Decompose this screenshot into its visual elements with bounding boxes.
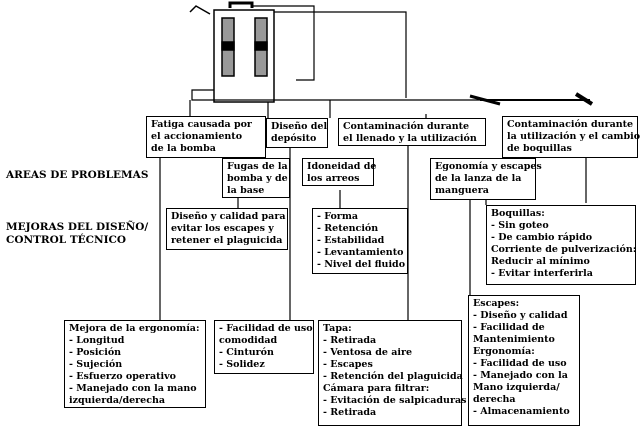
sprayer-icon (189, 1, 275, 103)
box-line: - Facilidad de uso (473, 358, 567, 369)
box-line: Reducir al mínimo (491, 256, 590, 267)
box-line: - Nivel del fluido (317, 259, 406, 270)
box-line: los arreos (307, 173, 360, 184)
box-line: retener el plaguicida (171, 235, 283, 246)
problem-box-tank-design: Diseño del depósito (266, 118, 328, 148)
box-line: Mano izquierda/ (473, 382, 560, 393)
box-line: Diseño del (271, 121, 328, 132)
box-line: - Evitar interferirla (491, 268, 593, 279)
box-line: Escapes: (473, 298, 520, 309)
box-line: Egonomía y escapes (435, 161, 542, 172)
box-line: - Almacenamiento (473, 406, 570, 417)
box-line: - Diseño y calidad (473, 310, 568, 321)
problem-box-pump-fatigue: Fatiga causada por el accionamiento de l… (146, 116, 266, 158)
box-line: de boquillas (507, 143, 572, 154)
box-line: - Ventosa de aire (323, 347, 413, 358)
box-line: Idoneidad de (307, 161, 377, 172)
problem-box-lance-ergonomics: Egonomía y escapes de la lanza de la man… (430, 158, 542, 200)
box-line: Contaminación durante (507, 119, 634, 130)
box-line: - Manejado con la (473, 370, 568, 381)
problem-box-fill-contamination: Contaminación durante el llenado y la ut… (338, 118, 486, 146)
box-line: - Facilidad de uso (219, 323, 313, 334)
box-line: de la bomba (151, 143, 216, 154)
box-line: - Retirada (323, 335, 377, 346)
box-line: la base (227, 185, 265, 196)
box-line: - Estabilidad (317, 235, 385, 246)
box-line: - Manejado con la mano (69, 383, 197, 394)
row-label-improvements-line1: MEJORAS DEL DISEÑO/ (6, 221, 149, 233)
box-line: Cámara para filtrar: (323, 383, 430, 394)
improvement-box-leak-design: Diseño y calidad para evitar los escapes… (166, 208, 288, 250)
box-line: - Sin goteo (491, 220, 549, 231)
problem-box-harness: Idoneidad de los arreos (302, 158, 377, 186)
box-line: Mantenimiento (473, 334, 555, 345)
box-line: comodidad (219, 335, 278, 346)
box-line: Contaminación durante (343, 121, 470, 132)
box-line: - Evitación de salpicaduras (323, 395, 467, 406)
box-line: derecha (473, 394, 516, 405)
box-line: Mejora de la ergonomía: (69, 323, 200, 334)
box-line: Fugas de la (227, 161, 288, 172)
box-line: de la lanza de la (435, 173, 522, 184)
box-line: Fatiga causada por (151, 119, 252, 130)
box-line: - Solidez (219, 359, 265, 370)
improvement-box-ergonomics: Mejora de la ergonomía: - Longitud - Pos… (64, 320, 206, 408)
row-label-problems: AREAS DE PROBLEMAS (6, 169, 149, 181)
box-line: evitar los escapes y (171, 223, 274, 234)
box-line: - De cambio rápido (491, 232, 593, 243)
problem-box-nozzle-contamination: Contaminación durante la utilización y e… (502, 116, 640, 158)
box-line: Corriente de pulverización: (491, 244, 637, 255)
box-line: - Retirada (323, 407, 377, 418)
box-line: - Retención del plaguicida (323, 371, 463, 382)
box-line: el llenado y la utilización (343, 133, 477, 144)
improvement-box-leaks-ergonomics: Escapes: - Diseño y calidad - Facilidad … (468, 295, 580, 426)
box-line: - Facilidad de (473, 322, 545, 333)
box-line: - Esfuerzo operativo (69, 371, 176, 382)
box-line: izquierda/derecha (69, 395, 166, 406)
improvement-box-tank-ease: - Facilidad de uso comodidad - Cinturón … (214, 320, 314, 374)
box-line: bomba y de (227, 173, 288, 184)
improvement-box-harness-list: - Forma - Retención - Estabilidad - Leva… (312, 208, 408, 274)
box-line: el accionamiento (151, 131, 243, 142)
box-line: - Retención (317, 223, 379, 234)
box-line: Ergonomía: (473, 346, 535, 357)
box-line: Tapa: (323, 323, 352, 334)
improvement-box-lid: Tapa: - Retirada - Ventosa de aire - Esc… (318, 320, 467, 426)
box-line: - Longitud (69, 335, 125, 346)
box-line: - Cinturón (219, 347, 274, 358)
box-line: - Forma (317, 211, 359, 222)
box-line: depósito (271, 133, 317, 144)
improvement-box-nozzles: Boquillas: - Sin goteo - De cambio rápid… (486, 205, 636, 285)
box-line: manguera (435, 185, 489, 196)
box-line: Diseño y calidad para (171, 211, 286, 222)
box-line: - Sujeción (69, 359, 123, 370)
box-line: la utilización y el cambio (507, 131, 640, 142)
row-label-improvements-line2: CONTROL TÉCNICO (6, 234, 127, 246)
box-line: - Escapes (323, 359, 373, 370)
box-line: - Posición (69, 347, 122, 358)
problem-box-pump-leaks: Fugas de la bomba y de la base (222, 158, 290, 198)
box-line: Boquillas: (491, 208, 545, 219)
box-line: - Levantamiento (317, 247, 404, 258)
